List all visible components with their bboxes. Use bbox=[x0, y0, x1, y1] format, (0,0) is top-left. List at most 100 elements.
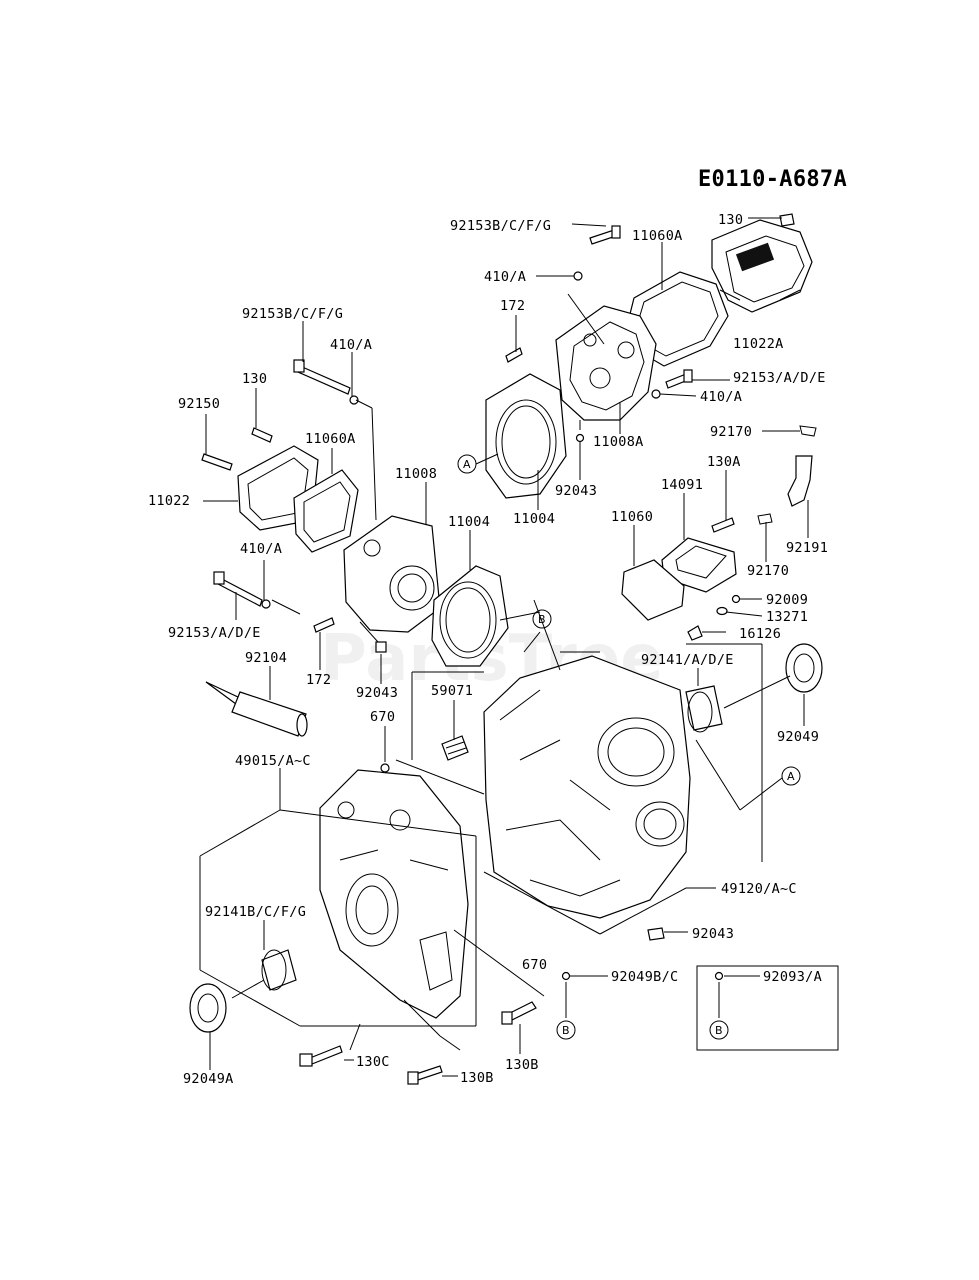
stud-172-top bbox=[505, 347, 523, 363]
gasket-11060 bbox=[621, 559, 685, 621]
svg-text:B: B bbox=[562, 1024, 570, 1037]
bushing-92141bcfg bbox=[261, 949, 297, 991]
label-92170-top: 92170 bbox=[710, 424, 752, 440]
label-92141ade: 92141/A/D/E bbox=[641, 652, 734, 668]
breather-hose-92191 bbox=[787, 455, 813, 507]
crankcase-49120 bbox=[483, 655, 691, 919]
label-410a-mid: 410/A bbox=[240, 541, 282, 557]
label-11060a-top: 11060A bbox=[632, 228, 683, 244]
dowel-92043-bottom bbox=[647, 927, 665, 941]
bolt-130-top bbox=[779, 213, 795, 227]
washer-410a-right bbox=[651, 389, 661, 399]
label-49015: 49015/A~C bbox=[235, 753, 311, 769]
gasket-11060a-left bbox=[293, 469, 359, 553]
svg-text:A: A bbox=[463, 458, 471, 471]
pin-16126 bbox=[687, 625, 703, 641]
label-92191: 92191 bbox=[786, 540, 828, 556]
label-92049: 92049 bbox=[777, 729, 819, 745]
label-92170-mid: 92170 bbox=[747, 563, 789, 579]
callout-b-bottom: B bbox=[556, 1020, 576, 1040]
label-130a: 130A bbox=[707, 454, 741, 470]
label-92150: 92150 bbox=[178, 396, 220, 412]
bolt-130c bbox=[299, 1045, 343, 1067]
cylinder-head-11008 bbox=[343, 515, 441, 633]
clamp-92170-top bbox=[799, 425, 817, 437]
label-670-bottom: 670 bbox=[522, 957, 547, 973]
bolt-130b-right bbox=[501, 1001, 537, 1025]
breather-valve-59071 bbox=[441, 735, 469, 761]
svg-text:B: B bbox=[715, 1024, 723, 1037]
callout-b-mid: B bbox=[532, 609, 552, 629]
svg-text:B: B bbox=[538, 613, 546, 626]
label-92049bc: 92049B/C bbox=[611, 969, 678, 985]
label-130c: 130C bbox=[356, 1054, 390, 1070]
label-172-left: 172 bbox=[306, 672, 331, 688]
label-410a-left: 410/A bbox=[330, 337, 372, 353]
label-11004-mid: 11004 bbox=[513, 511, 555, 527]
label-92153bcfg-left: 92153B/C/F/G bbox=[242, 306, 343, 322]
bolt-92150 bbox=[201, 453, 233, 471]
clamp-92170-mid bbox=[757, 513, 773, 525]
dowel-92043-mid bbox=[575, 433, 585, 443]
callout-a-left: A bbox=[457, 454, 477, 474]
label-92141bcfg: 92141B/C/F/G bbox=[205, 904, 306, 920]
diagram-code: E0110-A687A bbox=[698, 167, 847, 192]
leader-lines bbox=[199, 217, 809, 1077]
oil-seal-92049a bbox=[189, 983, 227, 1033]
label-92043-bottom: 92043 bbox=[692, 926, 734, 942]
bolt-92153bcfg-left bbox=[293, 359, 351, 395]
callout-a-right: A bbox=[781, 766, 801, 786]
label-130-top: 130 bbox=[718, 212, 743, 228]
label-172-top: 172 bbox=[500, 298, 525, 314]
label-130-left: 130 bbox=[242, 371, 267, 387]
ring-13271 bbox=[716, 606, 728, 616]
oil-seal-92049 bbox=[785, 643, 823, 693]
label-11022a: 11022A bbox=[733, 336, 784, 352]
label-13271: 13271 bbox=[766, 609, 808, 625]
washer-410a-left bbox=[349, 395, 359, 405]
label-49120: 49120/A~C bbox=[721, 881, 797, 897]
plug-92049bc bbox=[561, 971, 571, 981]
label-92153ade-right: 92153/A/D/E bbox=[733, 370, 826, 386]
o-ring-670-top bbox=[380, 763, 390, 773]
label-670-top: 670 bbox=[370, 709, 395, 725]
part-labels: 130 11060A 92153B/C/F/G 410/A 172 11022A… bbox=[148, 212, 828, 1087]
label-410a-top: 410/A bbox=[484, 269, 526, 285]
inset-box-92093a bbox=[696, 965, 839, 1051]
bolt-130a bbox=[711, 517, 735, 533]
gasket-11004-right bbox=[485, 373, 567, 499]
fitting-92009 bbox=[731, 594, 741, 604]
bolt-130-left bbox=[251, 427, 273, 443]
label-16126: 16126 bbox=[739, 626, 781, 642]
bolt-92153ade-right bbox=[665, 369, 693, 389]
label-130b-right: 130B bbox=[505, 1057, 539, 1073]
label-92043-left: 92043 bbox=[356, 685, 398, 701]
label-59071: 59071 bbox=[431, 683, 473, 699]
gasket-11004-left bbox=[431, 565, 509, 667]
callout-b-inset: B bbox=[709, 1020, 729, 1040]
crankcase-cover-49015 bbox=[319, 769, 469, 1019]
plug-92093a bbox=[714, 971, 724, 981]
bolt-130b-bottom bbox=[407, 1065, 443, 1085]
label-92104: 92104 bbox=[245, 650, 287, 666]
sealant-tube-92104 bbox=[205, 681, 308, 737]
dowel-92043-left bbox=[375, 641, 387, 653]
label-130b-bottom: 130B bbox=[460, 1070, 494, 1086]
valve-cover-right bbox=[711, 219, 813, 313]
svg-text:A: A bbox=[787, 770, 795, 783]
label-11008: 11008 bbox=[395, 466, 437, 482]
washer-410a-mid bbox=[261, 599, 271, 609]
cylinder-head-11008a bbox=[555, 305, 657, 421]
label-92093a: 92093/A bbox=[763, 969, 822, 985]
label-92009: 92009 bbox=[766, 592, 808, 608]
label-92043-mid: 92043 bbox=[555, 483, 597, 499]
label-11022: 11022 bbox=[148, 493, 190, 509]
label-410a-right: 410/A bbox=[700, 389, 742, 405]
bushing-92141ade bbox=[685, 685, 723, 733]
label-11060: 11060 bbox=[611, 509, 653, 525]
label-11004-left: 11004 bbox=[448, 514, 490, 530]
label-11008a: 11008A bbox=[593, 434, 644, 450]
washer-410a-top bbox=[573, 271, 583, 281]
stud-172-left bbox=[313, 617, 335, 633]
